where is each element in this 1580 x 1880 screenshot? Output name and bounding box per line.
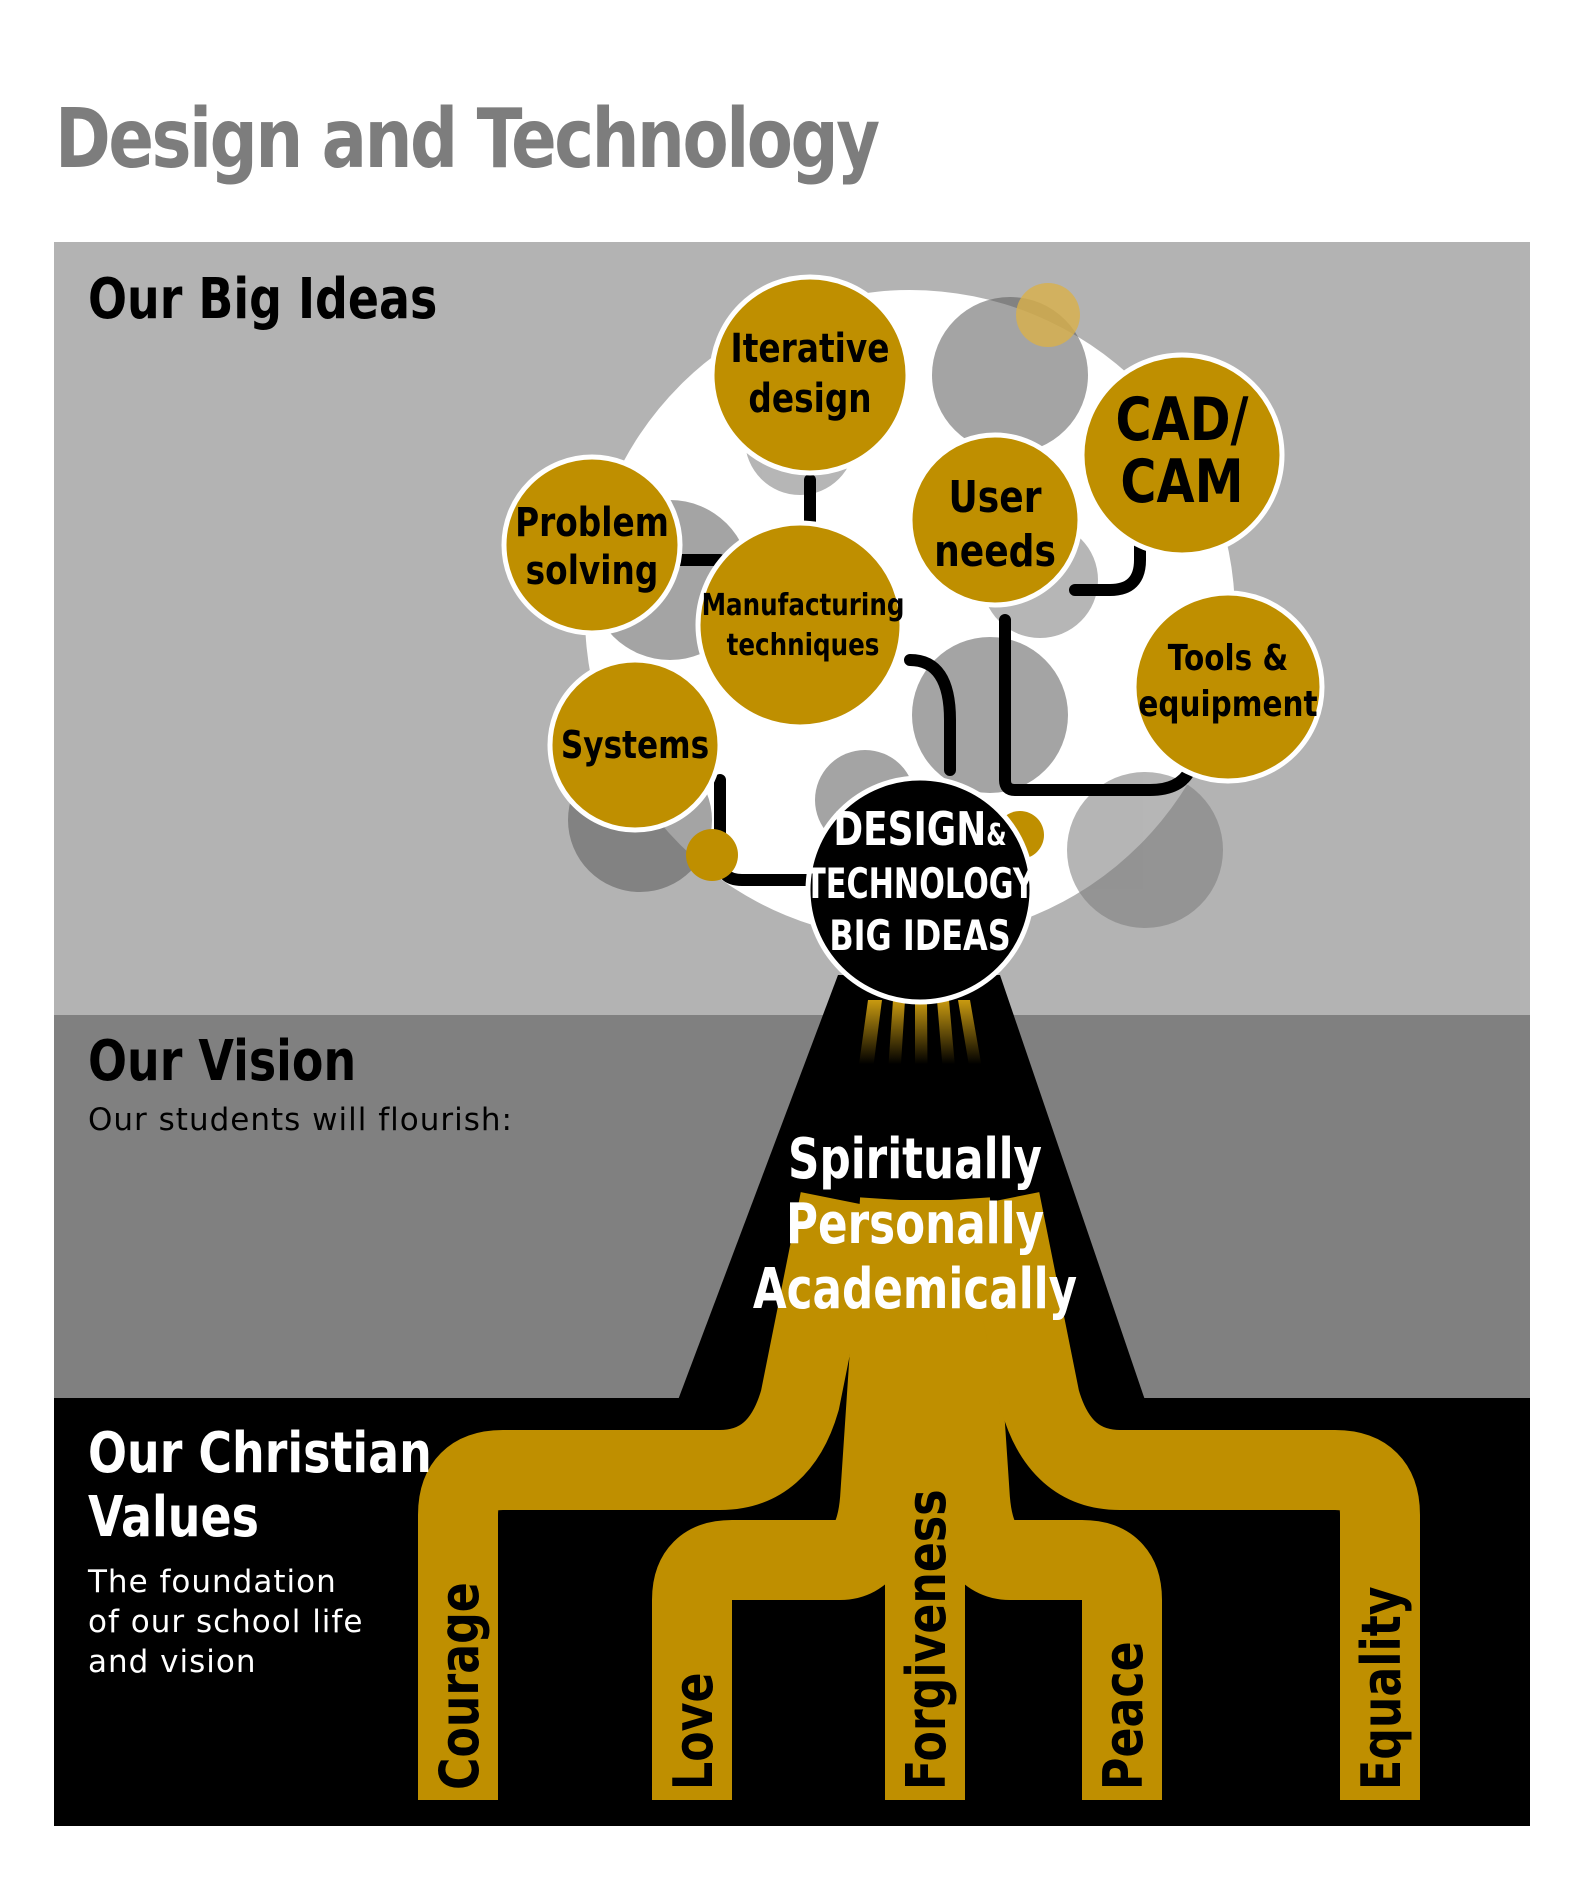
value-courage: Courage [428, 1582, 491, 1790]
values-subtitle-line2: of our school life [88, 1604, 364, 1640]
idea-circles [501, 274, 1325, 833]
label-tools-equipment: Tools &equipment [1138, 636, 1317, 725]
circle-cad-cam [1079, 352, 1285, 558]
hub-amp: & [986, 818, 1006, 853]
circle-tools-equipment [1131, 590, 1325, 784]
value-forgiveness: Forgiveness [895, 1489, 958, 1790]
value-peace: Peace [1092, 1641, 1155, 1790]
label-cad-cam: CAD/CAM [1116, 384, 1250, 516]
hub-line3: BIG IDEAS [829, 911, 1010, 961]
circle-systems [547, 657, 723, 833]
label-systems: Systems [561, 724, 709, 768]
heading-vision: Our Vision [88, 1029, 357, 1094]
value-equality: Equality [1350, 1586, 1413, 1790]
heading-values-line2: Values [88, 1485, 259, 1550]
value-love: Love [662, 1673, 725, 1790]
center-hub [805, 775, 1035, 1005]
hub-line1: DESIGN [833, 803, 986, 857]
small-gold-dot [1016, 283, 1080, 347]
flourish-academically: Academically [753, 1256, 1077, 1322]
flourish-personally: Personally [786, 1191, 1044, 1257]
heading-values-line1: Our Christian [88, 1421, 432, 1486]
circle-manufacturing-techniques [695, 520, 905, 730]
circle-problem-solving [501, 454, 683, 636]
values-subtitle-line1: The foundation [88, 1564, 337, 1600]
roots [418, 1192, 1420, 1800]
heading-big-ideas: Our Big Ideas [88, 267, 438, 332]
hub-line2: TECHNOLOGY [805, 859, 1035, 908]
values-subtitle-line3: and vision [88, 1644, 257, 1680]
flourish-spiritually: Spiritually [788, 1126, 1042, 1192]
page-title: Design and Technology [55, 92, 880, 187]
hub-label: DESIGN& [833, 803, 1006, 857]
circle-iterative-design [709, 274, 911, 476]
vision-subtitle: Our students will flourish: [88, 1102, 513, 1138]
circle-user-needs [907, 432, 1083, 608]
